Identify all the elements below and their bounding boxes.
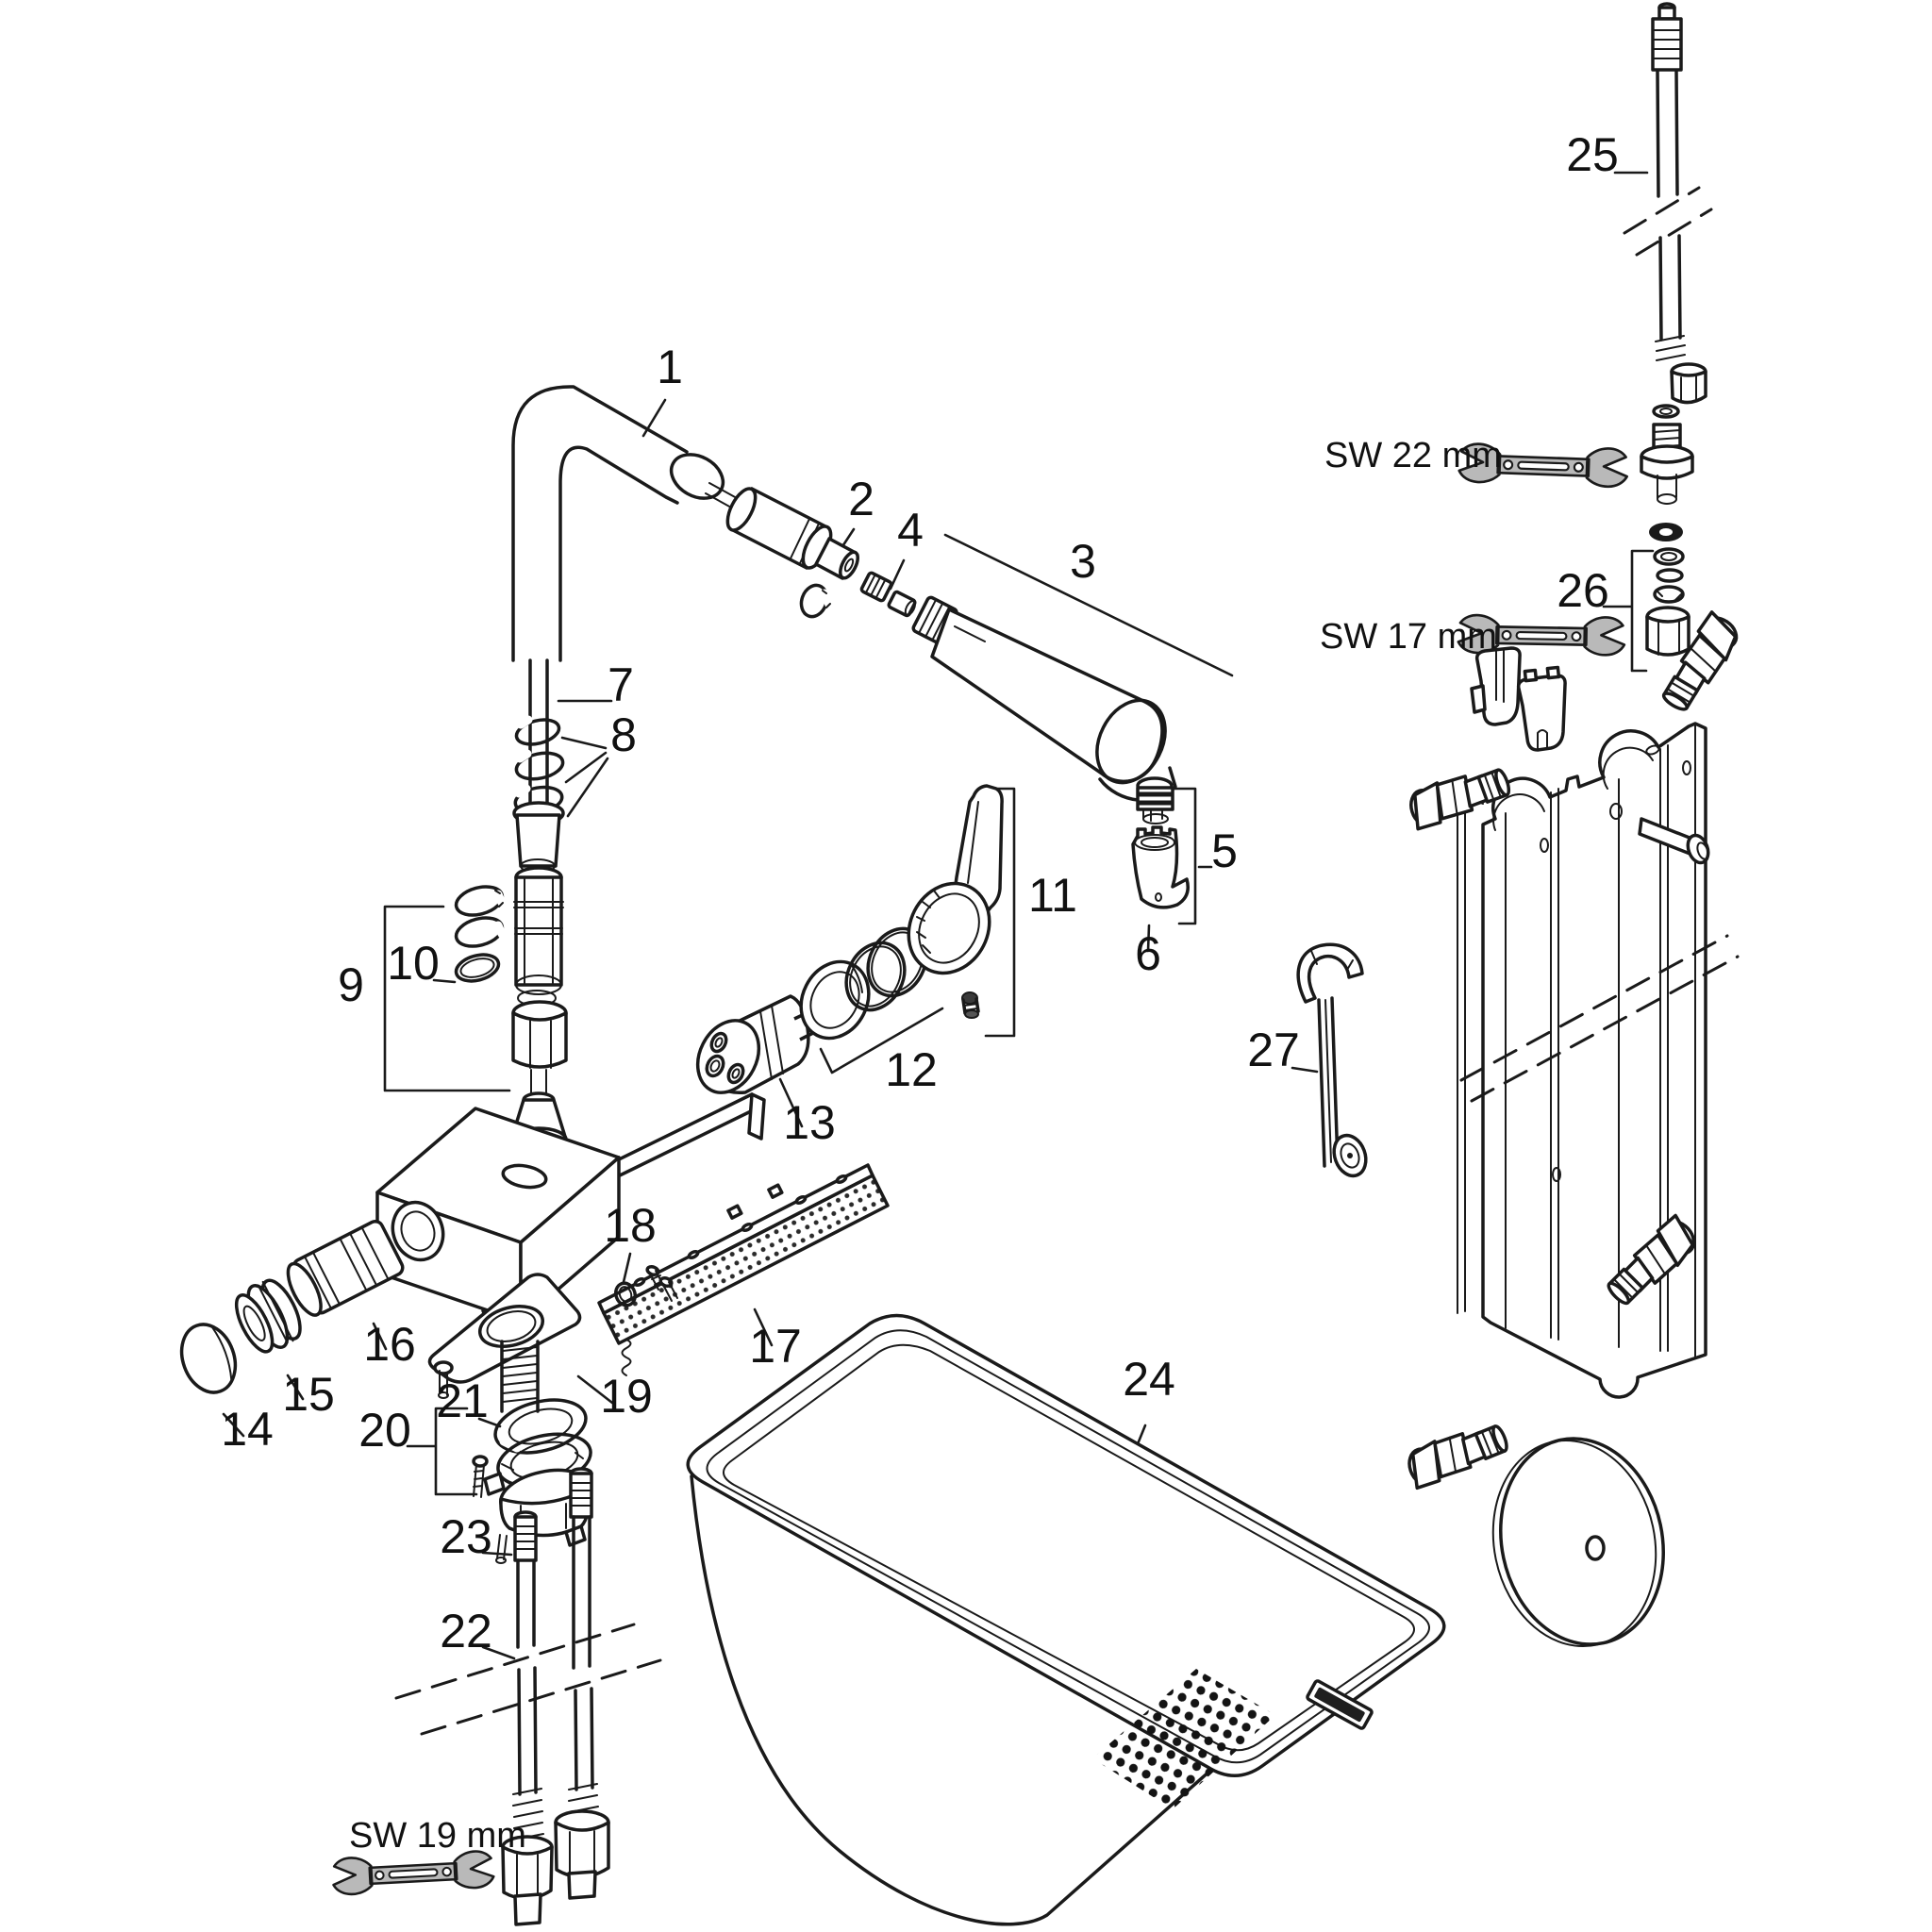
tool-label-sw19: SW 19 mm xyxy=(349,1816,526,1856)
part-label-8: 8 xyxy=(610,708,637,761)
rail-part-17 xyxy=(597,1163,890,1345)
seal-kit-parts-12 xyxy=(799,926,928,1041)
part-label-5: 5 xyxy=(1211,824,1238,877)
service-tool-part-27 xyxy=(1296,942,1368,1178)
brand-plate xyxy=(1306,1679,1374,1730)
tool-label-sw17: SW 17 mm xyxy=(1320,617,1497,657)
part-label-25: 25 xyxy=(1566,128,1619,181)
wrench-sw19 xyxy=(330,1849,496,1897)
part-label-7: 7 xyxy=(608,658,634,711)
tool-label-sw22: SW 22 mm xyxy=(1324,436,1502,475)
part-label-4: 4 xyxy=(897,504,924,557)
angle-valve-bottom xyxy=(1401,1422,1513,1491)
spray-head-part-3 xyxy=(911,595,1177,803)
tailpiece-set-part-26 xyxy=(1645,523,1690,657)
part-label-24: 24 xyxy=(1123,1353,1175,1406)
part-label-3: 3 xyxy=(1070,535,1096,588)
sink-basin-part-24 xyxy=(686,1313,1446,1926)
part-label-6: 6 xyxy=(1135,927,1161,980)
part-label-17: 17 xyxy=(749,1320,802,1373)
check-valve-parts-14-15-16 xyxy=(179,1219,405,1394)
spout-part-1 xyxy=(511,385,757,662)
part-label-18: 18 xyxy=(604,1199,657,1252)
mounting-rail-panel xyxy=(1457,722,1740,1399)
cover-disc xyxy=(1491,1437,1665,1648)
mounting-parts-19-20-21 xyxy=(427,1273,592,1564)
part-label-15: 15 xyxy=(282,1368,335,1421)
part-label-12: 12 xyxy=(885,1043,938,1096)
part-label-11: 11 xyxy=(1028,869,1077,922)
part-label-19: 19 xyxy=(600,1370,653,1423)
part-label-22: 22 xyxy=(440,1605,492,1657)
adapter-parts-4 xyxy=(859,571,917,618)
part-label-9: 9 xyxy=(338,958,364,1011)
seal-set-parts-9-10 xyxy=(454,885,507,983)
part-label-10: 10 xyxy=(387,937,440,990)
aerator-parts-5-6 xyxy=(1131,776,1190,909)
part-label-27: 27 xyxy=(1247,1024,1300,1076)
part-label-20: 20 xyxy=(358,1404,411,1457)
shaft-part-7-rings-8 xyxy=(509,658,568,1153)
fixing-set-part-18 xyxy=(613,1264,678,1376)
cartridge-part-13 xyxy=(695,992,841,1095)
part-label-26: 26 xyxy=(1557,564,1609,617)
part-label-14: 14 xyxy=(221,1403,274,1456)
clip-bushings xyxy=(1470,646,1567,752)
part-label-21: 21 xyxy=(436,1374,489,1427)
part-label-2: 2 xyxy=(848,473,874,525)
part-label-16: 16 xyxy=(363,1318,416,1371)
handle-lever-part-11 xyxy=(907,784,1004,1019)
spout-connector-part-2 xyxy=(725,487,859,619)
outlet-hose-part-25 xyxy=(1623,2,1713,505)
part-label-13: 13 xyxy=(783,1096,836,1149)
leader-lines xyxy=(222,171,1655,1660)
part-label-23: 23 xyxy=(440,1510,492,1563)
supply-hoses-parts-22-23 xyxy=(394,1467,662,1926)
part-label-1: 1 xyxy=(657,341,683,393)
